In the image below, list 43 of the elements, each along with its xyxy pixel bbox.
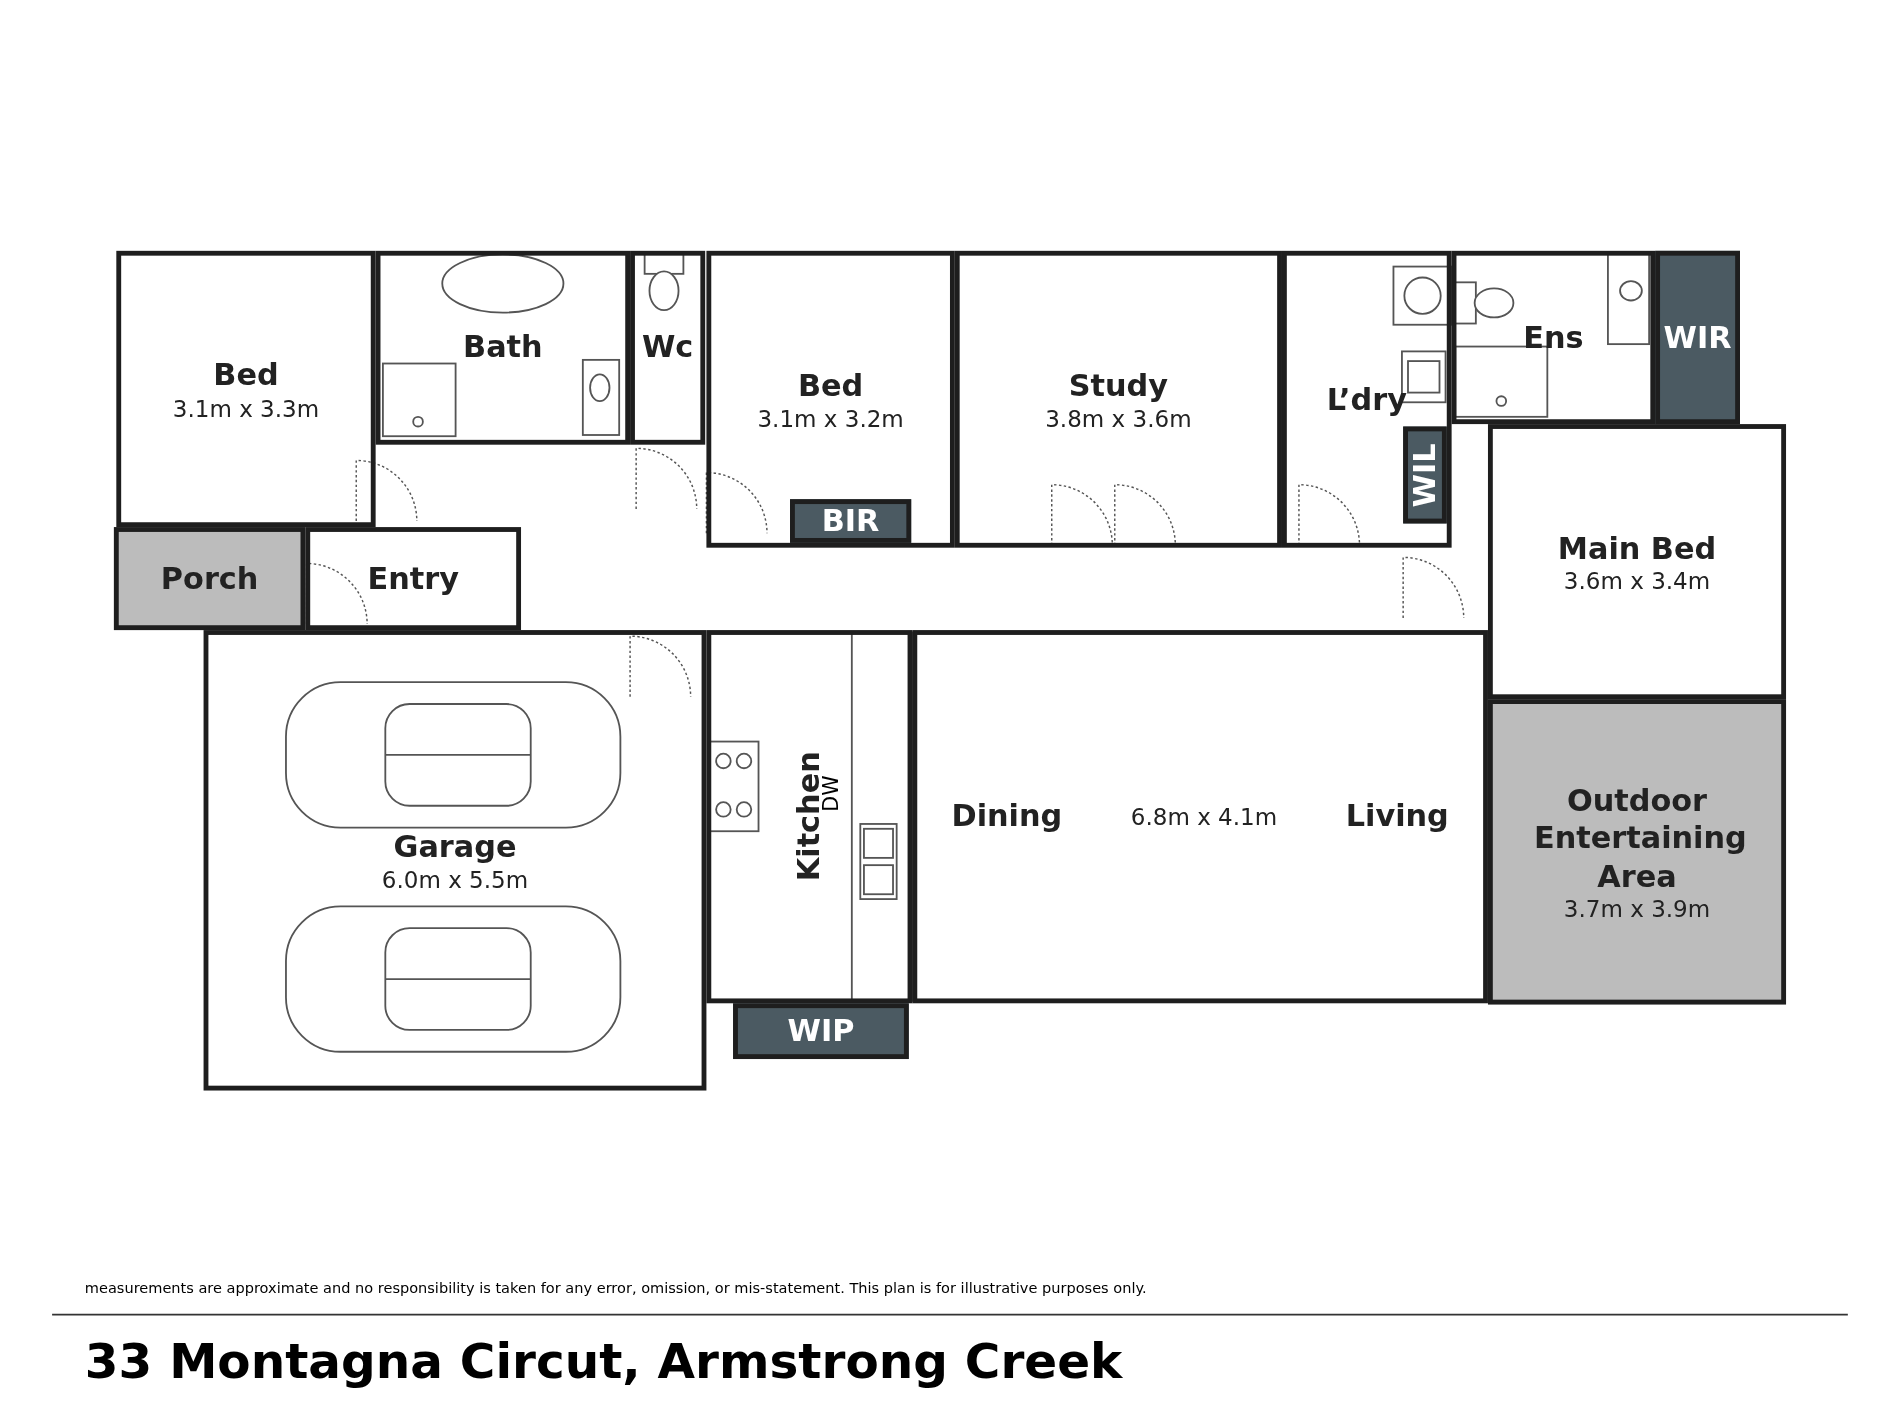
room-name: Entry <box>367 559 459 598</box>
room-area <box>203 630 707 1091</box>
room-area <box>706 630 913 1004</box>
disclaimer-note: measurements are approximate and no responsibility is taken for any error, omission, or mis-statement. This plan is for illustrative purposes only. <box>84 1279 1147 1297</box>
room-name: Living <box>1345 797 1449 836</box>
room-area <box>305 527 522 631</box>
room-area <box>1451 250 1656 425</box>
room-name: Garage <box>393 828 517 866</box>
room-name: Bed <box>213 356 279 395</box>
room-name: Dining <box>951 797 1063 836</box>
room-area <box>706 250 955 548</box>
room-name: Study <box>1068 367 1169 405</box>
plan-title: 33 Montagna Circut, Armstrong Creek <box>84 1332 1123 1389</box>
room-name: L’dry <box>1326 380 1407 419</box>
room-name: Porch <box>160 559 259 598</box>
room-area <box>1487 699 1787 1005</box>
room-dimensions: 6.8m x 4.1m <box>1130 803 1278 830</box>
room-area <box>1403 426 1447 524</box>
room-area <box>733 1003 909 1060</box>
room-name: BIR <box>821 502 880 540</box>
room-name: Ens <box>1523 318 1584 357</box>
room-name: Wc <box>641 329 694 367</box>
room-dimensions: 3.7m x 3.9m <box>1563 895 1711 922</box>
room-area <box>790 499 912 543</box>
room-area <box>954 250 1282 548</box>
room-area <box>1282 250 1452 548</box>
room-dimensions: 3.1m x 3.2m <box>757 404 904 432</box>
room-area <box>113 527 306 631</box>
room-name: WIR <box>1663 318 1732 357</box>
room-dimensions: 3.1m x 3.3m <box>172 394 320 422</box>
room-area <box>375 250 631 445</box>
room-name: Bed <box>797 367 864 405</box>
room-area <box>1655 250 1740 425</box>
room-dimensions: 3.6m x 3.4m <box>1563 567 1711 594</box>
room-area <box>1487 424 1787 700</box>
room-area <box>116 250 376 528</box>
room-name: Bath <box>463 329 543 367</box>
room-area <box>630 250 706 445</box>
room-dimensions: 3.8m x 3.6m <box>1045 404 1192 432</box>
room-name: WIL <box>1406 443 1444 507</box>
room-dimensions: 6.0m x 5.5m <box>381 865 529 893</box>
room-name: Main Bed <box>1557 529 1717 568</box>
room-name: WIP <box>787 1012 855 1051</box>
